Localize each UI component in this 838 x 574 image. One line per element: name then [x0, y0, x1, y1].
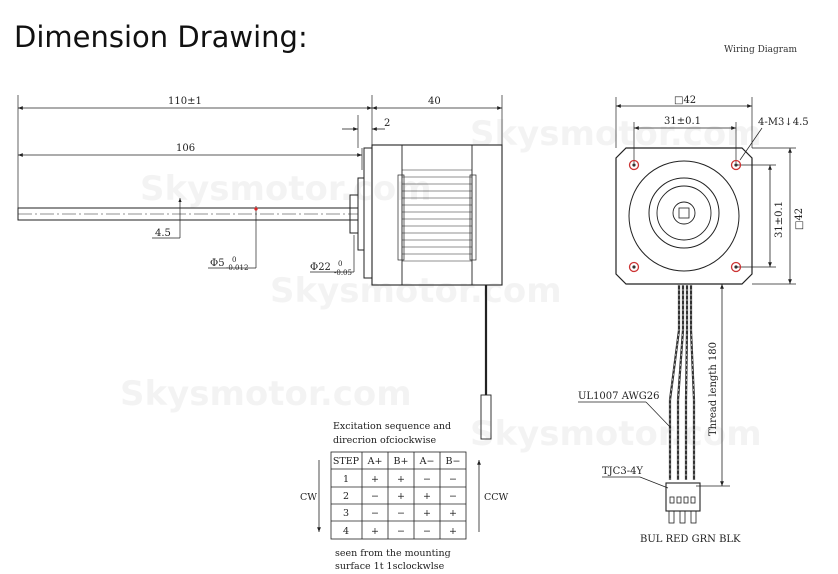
table-caption-line1: Excitation sequence and: [333, 421, 451, 432]
label-connector: TJC3-4Y: [602, 466, 643, 477]
dim-mount-holes: 4-M3↓4.5: [758, 117, 809, 128]
wiring-diagram-title: Wiring Diagram: [724, 45, 797, 55]
table-cell: −: [397, 526, 405, 537]
dim-frame-size-top: □42: [674, 95, 696, 106]
table-footer-line2: surface 1t 1sclockwlse: [335, 561, 445, 572]
watermark-2: Skysmotor.com: [270, 271, 562, 311]
table-cell: +: [371, 526, 379, 537]
table-cell: +: [423, 491, 431, 502]
dim-shaft-dia: Φ5: [210, 258, 225, 269]
table-header-b-plus: B+: [394, 456, 409, 467]
dim-overall-length: 110±1: [168, 96, 202, 107]
dim-shaft-tol-upper: 0: [232, 256, 236, 264]
table-cell: 1: [343, 474, 349, 485]
label-ccw: CCW: [484, 492, 509, 503]
dim-lead-length: Thread length 180: [708, 342, 719, 436]
watermark-3: Skysmotor.com: [120, 374, 412, 414]
table-cell: +: [397, 474, 405, 485]
watermark-5: Skysmotor.com: [470, 414, 762, 454]
table-cell: −: [371, 508, 379, 519]
table-cell: +: [449, 526, 457, 537]
dim-frame-size-side: □42: [794, 208, 805, 230]
table-cell: −: [397, 508, 405, 519]
excitation-table: [317, 451, 481, 540]
dim-boss-dia: Φ22: [310, 262, 331, 273]
table-cell: 4: [343, 526, 349, 537]
dim-hole-spacing-h: 31±0.1: [664, 116, 701, 127]
label-cable-type: UL1007 AWG26: [578, 391, 660, 402]
dim-shaft-length: 106: [176, 143, 195, 154]
table-cell: 2: [343, 491, 349, 502]
dim-hole-spacing-v: 31±0.1: [774, 201, 785, 238]
dim-shaft-tol-lower: -0.012: [226, 264, 248, 272]
dim-body-length: 40: [428, 96, 441, 107]
table-cell: +: [423, 508, 431, 519]
table-header-b-minus: B−: [446, 456, 461, 467]
dim-boss-tol-lower: -0.05: [334, 269, 352, 277]
watermark-1: Skysmotor.com: [140, 169, 432, 209]
dim-boss-tol-upper: 0: [338, 260, 342, 268]
table-cell: −: [423, 526, 431, 537]
dim-flange-thickness: 2: [384, 118, 390, 129]
table-cell: +: [449, 508, 457, 519]
table-cell: 3: [343, 508, 349, 519]
table-cell: +: [397, 491, 405, 502]
label-cw: CW: [300, 492, 317, 503]
dim-shaft-flat: 4.5: [155, 228, 171, 239]
table-cell: +: [371, 474, 379, 485]
table-cell: −: [423, 474, 431, 485]
table-caption-line2: direcrion ofciockwise: [333, 435, 436, 446]
side-view: [17, 95, 503, 440]
table-header-a-plus: A+: [367, 456, 383, 467]
table-header-a-minus: A−: [419, 456, 435, 467]
table-cell: −: [449, 491, 457, 502]
shaft-marker-dot: [254, 207, 258, 211]
page-heading: Dimension Drawing:: [14, 20, 308, 54]
table-cell: −: [449, 474, 457, 485]
table-header-step: STEP: [333, 456, 360, 467]
table-cell: −: [371, 491, 379, 502]
table-footer-line1: seen from the mounting: [335, 548, 451, 559]
label-wire-colors: BUL RED GRN BLK: [640, 534, 741, 545]
front-view: [578, 97, 796, 524]
